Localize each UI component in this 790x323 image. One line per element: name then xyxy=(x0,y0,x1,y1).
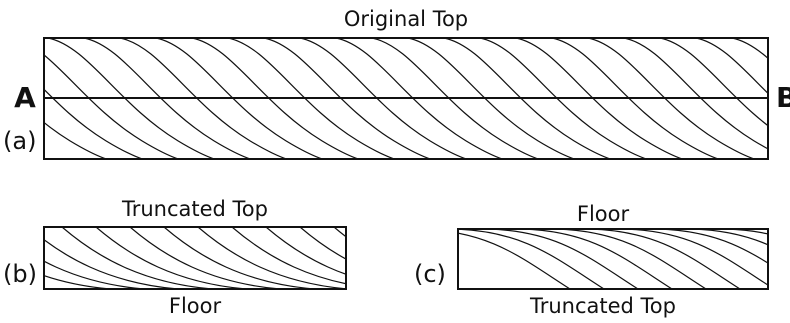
panel-b-top-label: Truncated Top xyxy=(121,197,268,221)
panel-a: Original Top A B (a) xyxy=(0,7,790,163)
panel-a-left-label: A xyxy=(14,81,36,114)
panel-c-top-label: Floor xyxy=(577,202,630,226)
panel-c-tag: (c) xyxy=(414,260,446,288)
panel-b-bottom-label: Floor xyxy=(169,294,222,318)
panel-b-tag: (b) xyxy=(3,260,37,288)
panel-c-bottom-label: Truncated Top xyxy=(529,294,676,318)
panel-a-top-label: Original Top xyxy=(344,7,468,31)
panel-a-tag: (a) xyxy=(3,127,36,155)
panel-b: Truncated Top Floor (b) xyxy=(0,197,484,318)
panel-a-right-label: B xyxy=(776,81,790,114)
panel-c: Floor Truncated Top (c) xyxy=(414,202,790,318)
